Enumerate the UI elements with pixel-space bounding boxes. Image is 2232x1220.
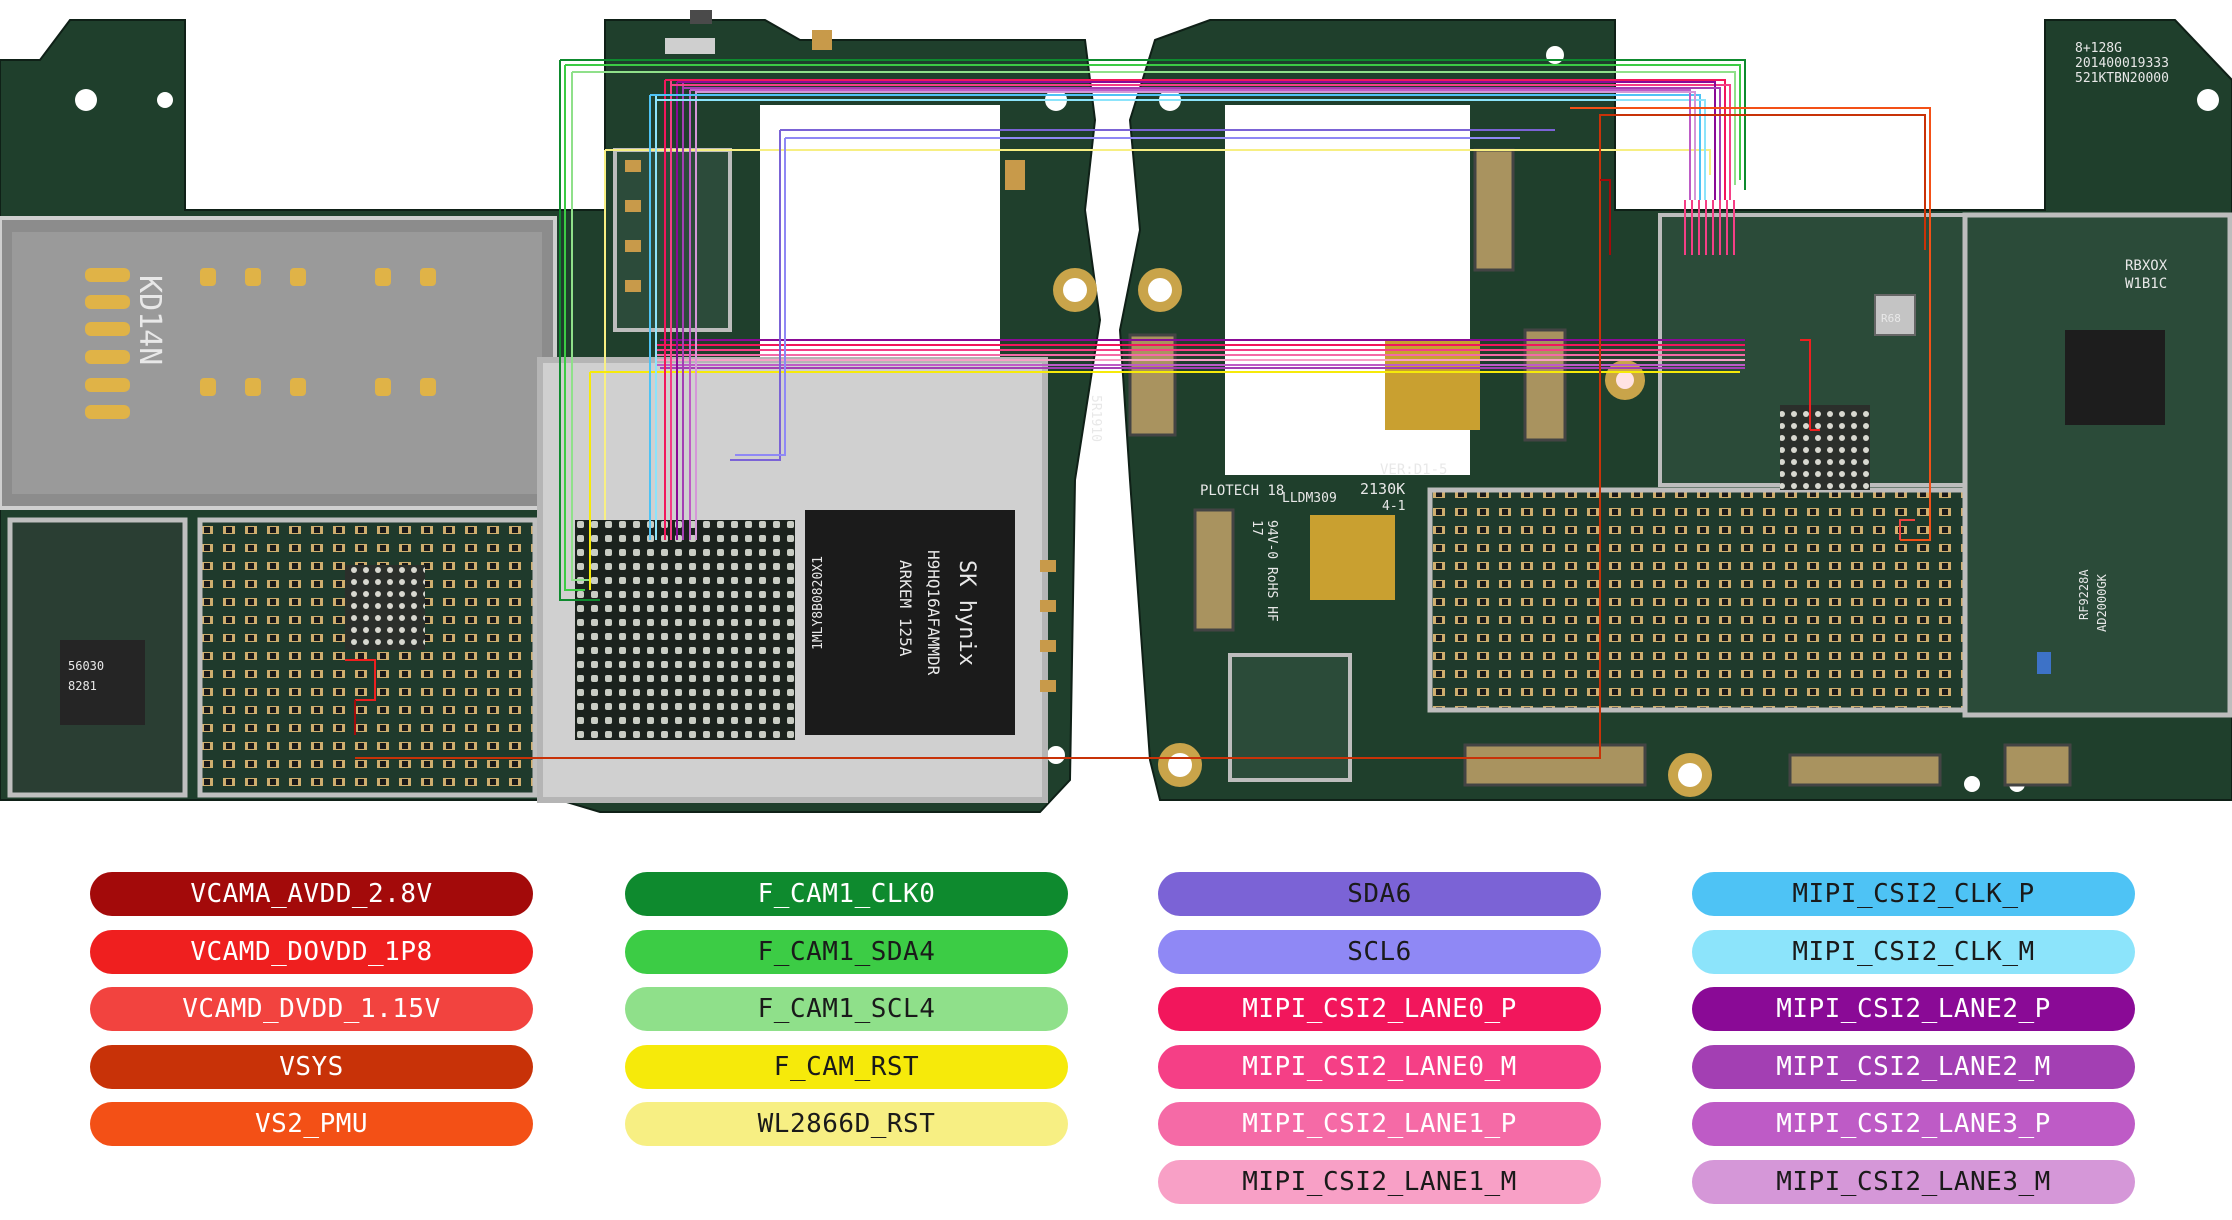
legend-item-vcama-avdd-2-8v: VCAMA_AVDD_2.8V xyxy=(90,872,533,916)
legend-item-mipi-csi2-lane1-p: MIPI_CSI2_LANE1_P xyxy=(1158,1102,1601,1146)
legend-item-mipi-csi2-clk-m: MIPI_CSI2_CLK_M xyxy=(1692,930,2135,974)
pmic-label-a: 56030 xyxy=(68,659,104,673)
pcb-board-diagram: KD14N 56030 8281 SK hynix H9HQ16AFAMMDR … xyxy=(0,10,2232,813)
legend-item-vs2-pmu: VS2_PMU xyxy=(90,1102,533,1146)
silk-version: VER:D1-5 xyxy=(1380,462,1447,478)
pmic-chip xyxy=(60,640,145,725)
legend-item-mipi-csi2-lane0-p: MIPI_CSI2_LANE0_P xyxy=(1158,987,1601,1031)
legend-item-vcamd-dovdd-1p8: VCAMD_DOVDD_1P8 xyxy=(90,930,533,974)
legend-item-mipi-csi2-lane2-m: MIPI_CSI2_LANE2_M xyxy=(1692,1045,2135,1089)
ram-chip xyxy=(805,510,1015,735)
silk-part: LLDM309 xyxy=(1282,491,1337,506)
shield-pmic xyxy=(7,517,188,798)
pmic-label-b: 8281 xyxy=(68,679,97,693)
legend-item-f-cam1-clk0: F_CAM1_CLK0 xyxy=(625,872,1068,916)
sim-tray-label: KD14N xyxy=(132,275,167,365)
silk-date-b: 4-1 xyxy=(1382,499,1405,514)
legend-item-vsys: VSYS xyxy=(90,1045,533,1089)
legend-item-mipi-csi2-clk-p: MIPI_CSI2_CLK_P xyxy=(1692,872,2135,916)
bga-small xyxy=(345,565,425,650)
legend-item-mipi-csi2-lane3-p: MIPI_CSI2_LANE3_P xyxy=(1692,1102,2135,1146)
legend-item-scl6: SCL6 xyxy=(1158,930,1601,974)
legend-item-f-cam-rst: F_CAM_RST xyxy=(625,1045,1068,1089)
ram-date: ARKEM 125A xyxy=(896,560,915,657)
shield-rf xyxy=(1962,212,2232,718)
legend-item-f-cam1-sda4: F_CAM1_SDA4 xyxy=(625,930,1068,974)
legend-item-mipi-csi2-lane3-m: MIPI_CSI2_LANE3_M xyxy=(1692,1160,2135,1204)
ic-right-a: RBXOX xyxy=(2125,258,2168,274)
soc-marking: 1MLY8B0820X1 xyxy=(811,556,826,650)
ram-part: H9HQ16AFAMMDR xyxy=(924,550,943,676)
silk-top-right-c: 521KTBN20000 xyxy=(2075,71,2169,86)
camera-pad xyxy=(1310,515,1395,600)
legend-item-mipi-csi2-lane0-m: MIPI_CSI2_LANE0_M xyxy=(1158,1045,1601,1089)
legend-item-vcamd-dvdd-1-15v: VCAMD_DVDD_1.15V xyxy=(90,987,533,1031)
silk-vendor: PLOTECH 18 xyxy=(1200,483,1284,499)
silk-rohs-b: 17 xyxy=(1249,520,1264,536)
ic-rf-b: AD2000GK xyxy=(2095,573,2109,632)
silk-top-right-b: 201400019333 xyxy=(2075,56,2169,71)
silk-rohs: 94V-0 RoHS HF xyxy=(1264,520,1279,622)
ram-brand: SK hynix xyxy=(954,560,979,666)
legend-item-mipi-csi2-lane1-m: MIPI_CSI2_LANE1_M xyxy=(1158,1160,1601,1204)
legend-item-sda6: SDA6 xyxy=(1158,872,1601,916)
right-board: RBXOX W1B1C RF9228A AD2000GK R68 PLOTECH… xyxy=(1118,19,2232,801)
silk-date-a: 2130K xyxy=(1360,480,1405,498)
left-board: KD14N 56030 8281 SK hynix H9HQ16AFAMMDR … xyxy=(0,10,1103,813)
connector-bottom xyxy=(1463,743,1647,787)
small-r68: R68 xyxy=(1881,312,1901,325)
bga-right xyxy=(1780,405,1870,490)
soc-bga xyxy=(575,520,795,740)
shield-right-main xyxy=(1427,487,1973,713)
legend-item-f-cam1-scl4: F_CAM1_SCL4 xyxy=(625,987,1068,1031)
connector-b xyxy=(1523,328,1567,442)
silk-top-right-a: 8+128G xyxy=(2075,41,2122,56)
legend-item-wl2866d-rst: WL2866D_RST xyxy=(625,1102,1068,1146)
shield-power xyxy=(197,517,538,798)
legend-item-mipi-csi2-lane2-p: MIPI_CSI2_LANE2_P xyxy=(1692,987,2135,1031)
connector-a xyxy=(1473,148,1515,272)
ic-right-b: W1B1C xyxy=(2125,276,2167,292)
signal-traces xyxy=(345,59,1931,759)
board-id-vertical: 5R1910 xyxy=(1088,395,1103,442)
ic-rf: RF9228A xyxy=(2077,569,2091,620)
